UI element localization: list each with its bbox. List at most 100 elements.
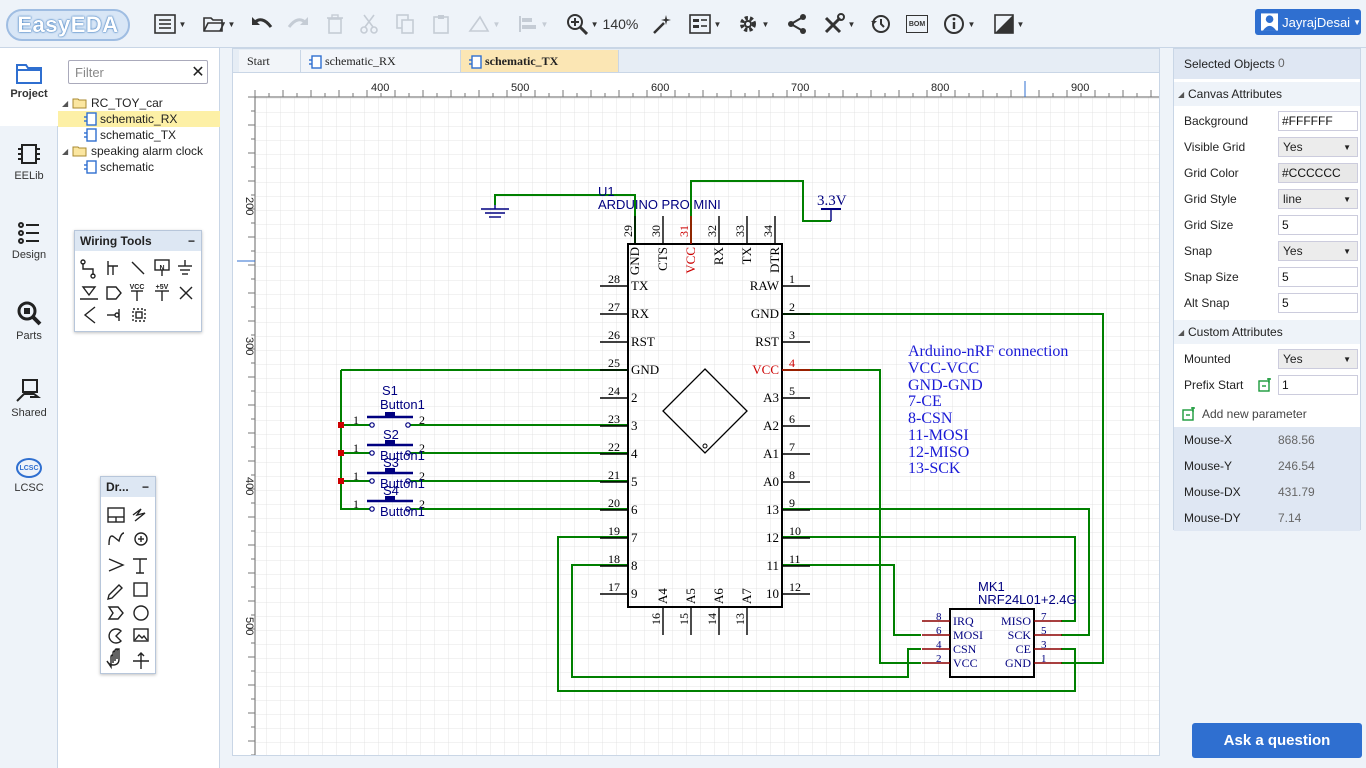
- pin-number: 12: [789, 580, 801, 594]
- paste-button[interactable]: [428, 10, 454, 38]
- schematic-canvas[interactable]: 400 500 600 700 800 900 200 300 400 500: [232, 72, 1160, 756]
- ask-question-button[interactable]: Ask a question: [1192, 723, 1362, 758]
- u1-ref: U1: [598, 184, 615, 199]
- bom-button[interactable]: BOM: [904, 10, 930, 38]
- pin-number: 24: [608, 384, 620, 398]
- zoom-button[interactable]: ▼ 140%: [562, 10, 642, 38]
- pin-number: 31: [677, 225, 691, 237]
- drawing-tools-panel: Dr... −: [100, 476, 156, 674]
- wire-vcc-vcc[interactable]: [782, 369, 921, 664]
- rail-item-lcsc[interactable]: LCSC LCSC: [0, 444, 58, 522]
- rail-item-shared[interactable]: Shared: [0, 365, 58, 443]
- switch-contact: [405, 422, 411, 428]
- wire-button-gnd-bus[interactable]: [340, 370, 371, 510]
- prefix-start-input[interactable]: [1278, 375, 1358, 395]
- document-tabs: Start schematic_RX schematic_TX: [232, 48, 1160, 73]
- tree-label: RC_TOY_car: [91, 96, 163, 110]
- wire-d12-miso[interactable]: [782, 536, 1076, 622]
- cut-button[interactable]: [356, 10, 382, 38]
- tree-item-schematic[interactable]: schematic: [58, 159, 220, 175]
- tree-item-schematic-tx[interactable]: schematic_TX: [58, 127, 220, 143]
- help-button[interactable]: ▼: [940, 10, 978, 38]
- background-input[interactable]: [1278, 111, 1358, 131]
- tree-item-rc-toy-car[interactable]: ◢ RC_TOY_car: [58, 95, 220, 111]
- pin-number: 21: [608, 468, 620, 482]
- custom-attributes-section[interactable]: ◢ Custom Attributes: [1174, 320, 1360, 344]
- redo-button[interactable]: [284, 10, 312, 38]
- wire-gnd-gnd[interactable]: [782, 313, 1104, 664]
- power-symbol-3v3[interactable]: 3.3V: [817, 193, 847, 221]
- wiring-tools-header[interactable]: Wiring Tools −: [75, 231, 201, 251]
- pin-number: 1: [789, 272, 795, 286]
- snap-select[interactable]: Yes▼: [1278, 241, 1358, 261]
- share-button[interactable]: [784, 10, 810, 38]
- open-folder-button[interactable]: ▼: [200, 10, 238, 38]
- wire-d11-mosi[interactable]: [782, 564, 921, 636]
- schematic-drawing[interactable]: 400 500 600 700 800 900 200 300 400 500: [233, 73, 1160, 756]
- wire-vcc-3v3[interactable]: [690, 180, 831, 244]
- wire-d7-ce[interactable]: [557, 536, 1076, 692]
- undo-button[interactable]: [248, 10, 276, 38]
- magic-wand-button[interactable]: [648, 10, 676, 38]
- rail-item-project[interactable]: Project: [0, 48, 58, 126]
- info-icon: [943, 14, 964, 34]
- chevron-down-icon: ▼: [590, 19, 599, 29]
- rotate-button[interactable]: ▼: [464, 10, 504, 38]
- canvas-attributes-section[interactable]: ◢ Canvas Attributes: [1174, 82, 1360, 106]
- snap-size-input[interactable]: [1278, 267, 1358, 287]
- snap-size-row: Snap Size: [1174, 264, 1360, 290]
- chevron-down-icon: ▼: [178, 19, 187, 29]
- pin-number: 13: [733, 613, 747, 625]
- wire-d8-csn[interactable]: [571, 564, 921, 678]
- ground-symbol[interactable]: [481, 205, 509, 218]
- theme-button[interactable]: ▼: [990, 10, 1028, 38]
- left-rail: Project EELib Design Parts Shared LCSC L…: [0, 48, 58, 768]
- minimize-icon[interactable]: −: [141, 480, 149, 494]
- rail-item-eelib[interactable]: EELib: [0, 128, 58, 206]
- tab-schematic-tx[interactable]: schematic_TX: [461, 50, 619, 73]
- grid-size-input[interactable]: [1278, 215, 1358, 235]
- close-icon[interactable]: ✕: [191, 64, 205, 81]
- pin-name: A3: [763, 390, 779, 405]
- wire-d13-sck[interactable]: [782, 508, 1090, 636]
- history-button[interactable]: [868, 10, 894, 38]
- drawing-tools-header[interactable]: Dr... −: [101, 477, 155, 497]
- align-button[interactable]: ▼: [514, 10, 552, 38]
- mouse-dx-value: 431.79: [1278, 485, 1315, 499]
- user-menu-button[interactable]: JayrajDesai ▼: [1255, 9, 1361, 35]
- mounted-select[interactable]: Yes▼: [1278, 349, 1358, 369]
- rail-item-design[interactable]: Design: [0, 207, 58, 285]
- tree-item-speaking-alarm-clock[interactable]: ◢ speaking alarm clock: [58, 143, 220, 159]
- filter-input[interactable]: [68, 60, 208, 84]
- pin-number: 5: [1041, 625, 1047, 637]
- u1-name: ARDUINO PRO MINI: [598, 197, 721, 212]
- tab-start[interactable]: Start: [239, 50, 301, 73]
- copy-button[interactable]: [392, 10, 418, 38]
- minimize-icon[interactable]: −: [187, 234, 195, 248]
- wires: [340, 180, 1104, 692]
- junctions: [338, 422, 344, 484]
- visible-grid-select[interactable]: Yes▼: [1278, 137, 1358, 157]
- grid-style-select[interactable]: line▼: [1278, 189, 1358, 209]
- settings-button[interactable]: ▼: [734, 10, 772, 38]
- alt-snap-input[interactable]: [1278, 293, 1358, 313]
- rail-item-parts[interactable]: Parts: [0, 286, 58, 364]
- tree-item-schematic-rx[interactable]: schematic_RX: [58, 111, 220, 127]
- document-menu-button[interactable]: ▼: [152, 10, 188, 38]
- pin-name: 2: [631, 390, 638, 405]
- tab-schematic-rx[interactable]: schematic_RX: [301, 50, 461, 73]
- tools-button[interactable]: ▼: [820, 10, 858, 38]
- netlist-button[interactable]: ▼: [686, 10, 724, 38]
- add-parameter-row[interactable]: Add new parameter: [1174, 401, 1360, 427]
- delete-button[interactable]: [322, 10, 348, 38]
- add-icon[interactable]: [1258, 378, 1272, 392]
- grid-color-input[interactable]: [1278, 163, 1358, 183]
- svg-text:+5V: +5V: [156, 284, 169, 291]
- wiring-tool-icons: N VCC +5V: [80, 259, 193, 324]
